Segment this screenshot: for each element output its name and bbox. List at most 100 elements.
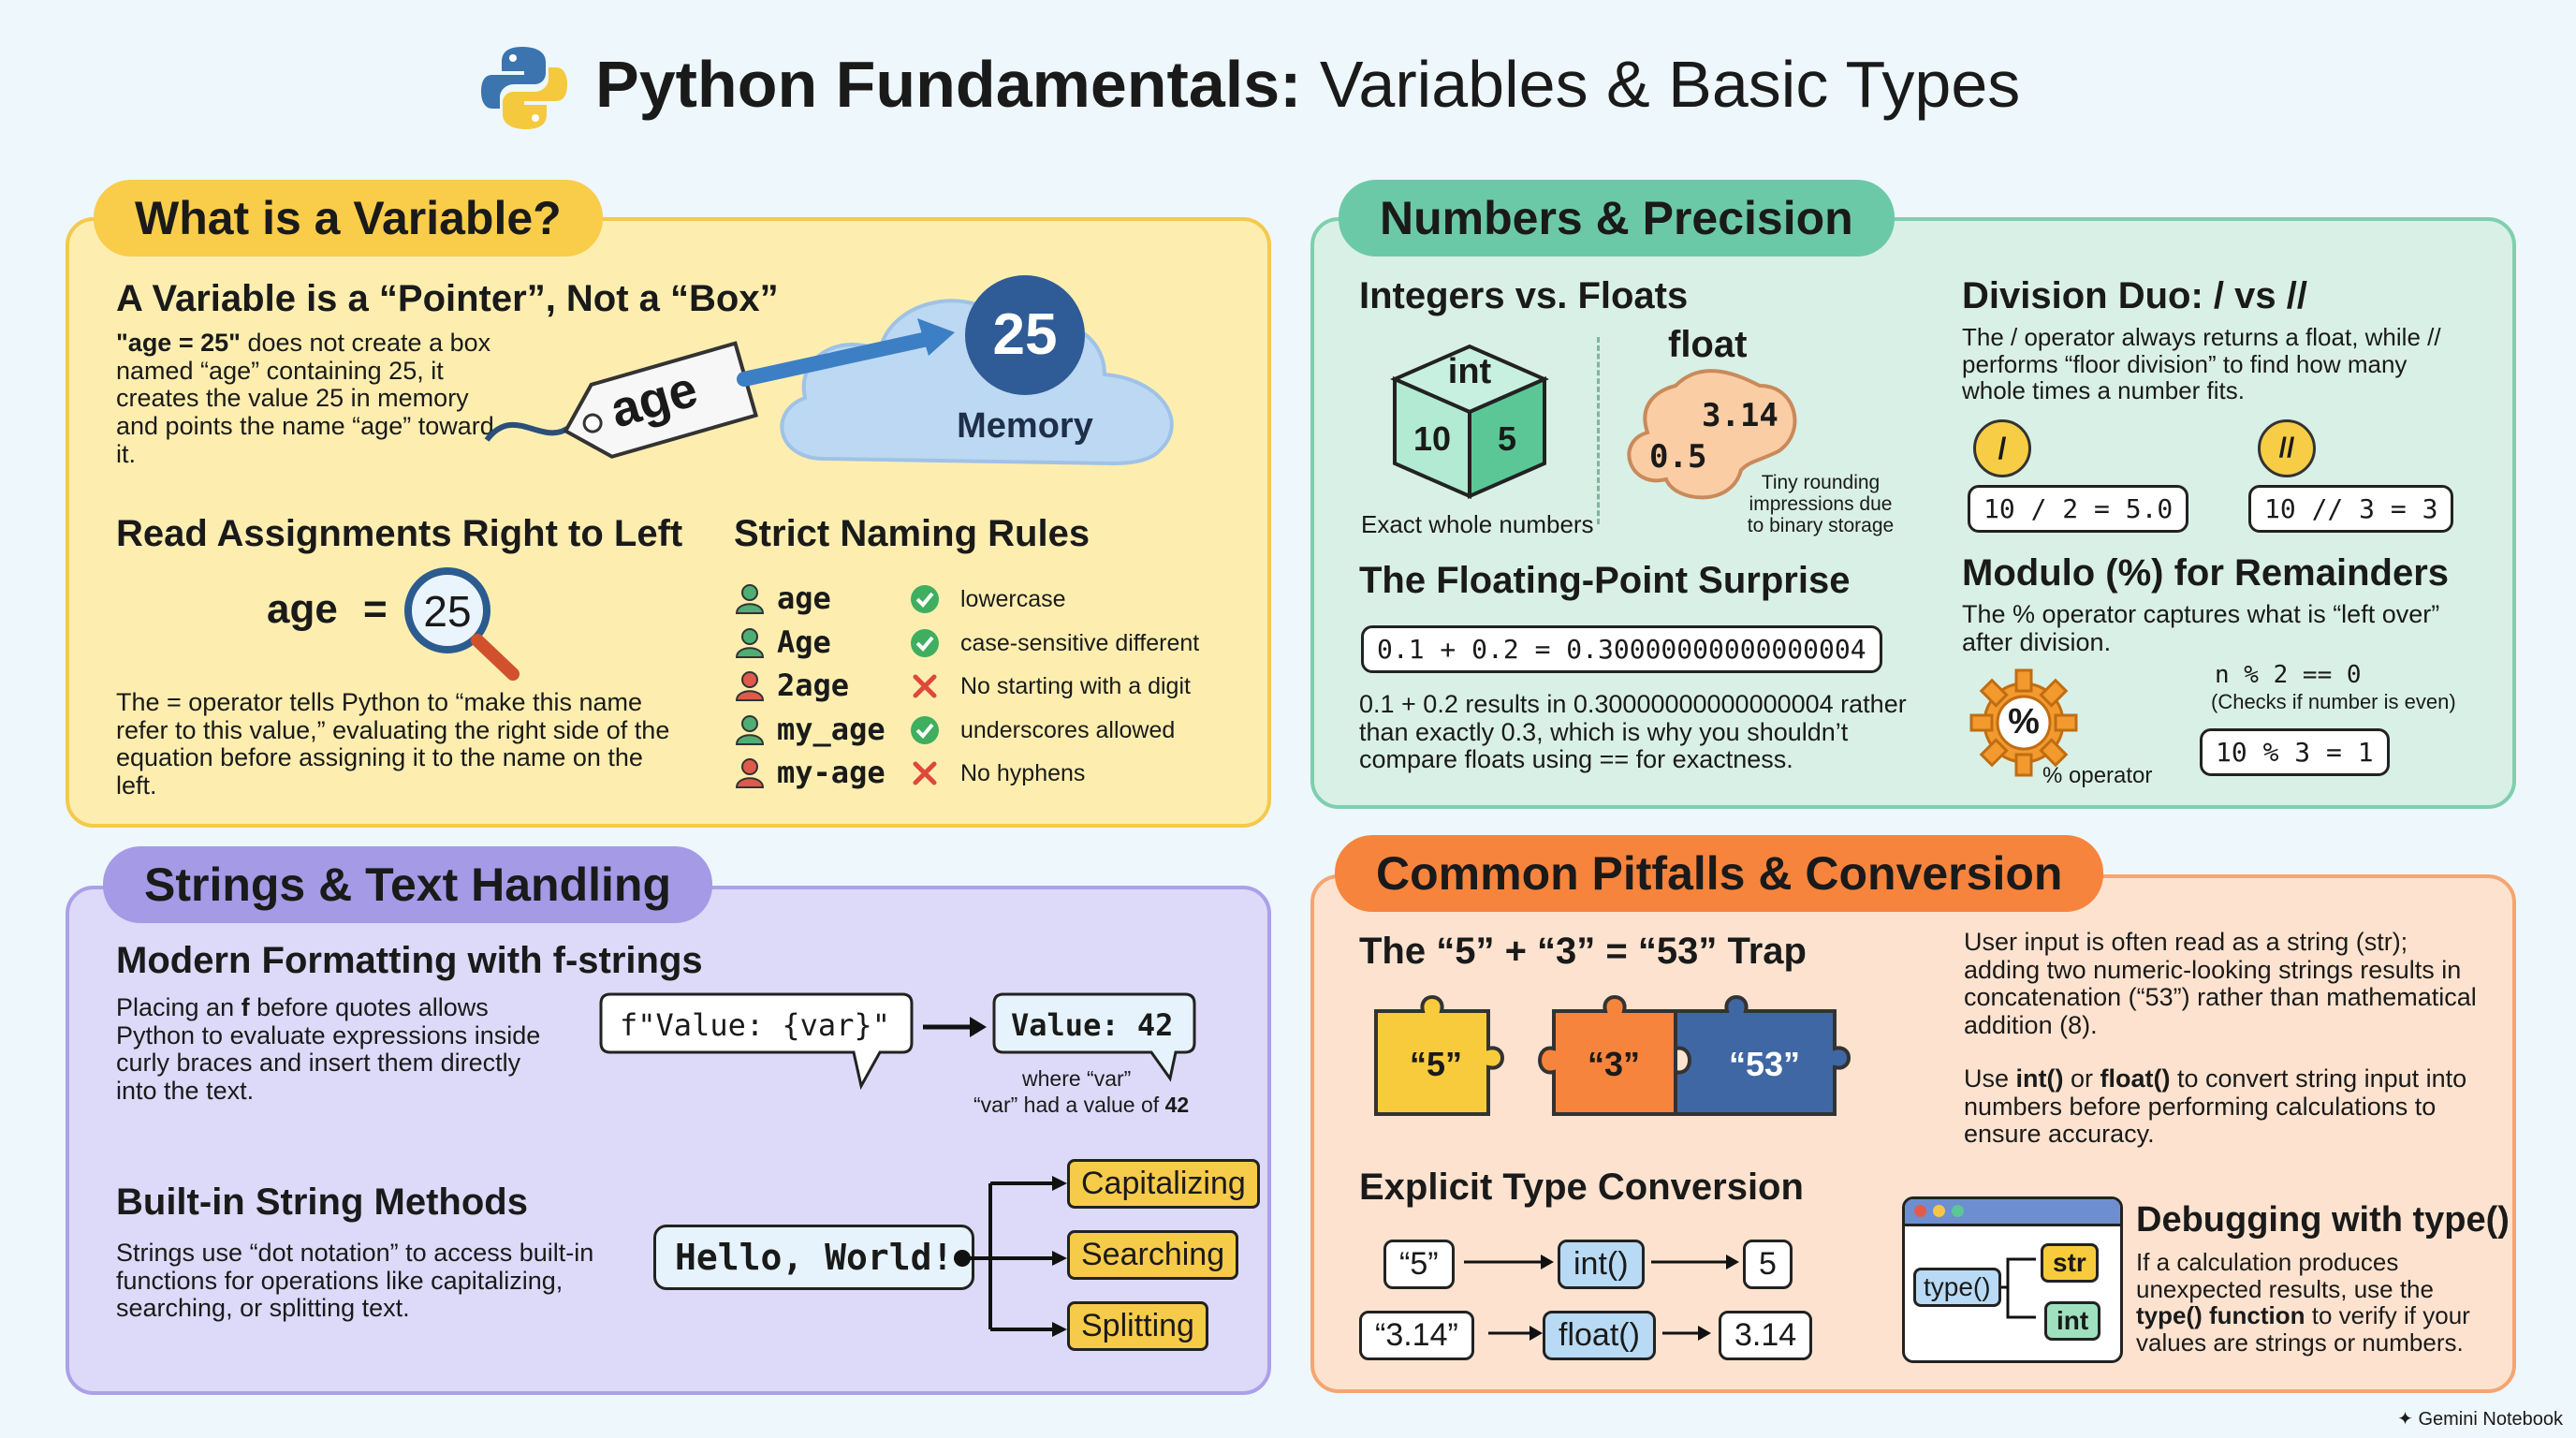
float-blob-icon (1627, 369, 1797, 500)
variable-tab: What is a Variable? (94, 180, 603, 257)
conv1-from: “5” (1383, 1240, 1455, 1289)
int-a: 10 (1412, 419, 1452, 458)
debug-post: to verify if your values are strings or … (2136, 1301, 2470, 1357)
debug-window-titlebar (1905, 1199, 2120, 1226)
conv2-from: “3.14” (1359, 1311, 1474, 1360)
page-title: Python Fundamentals: Variables & Basic T… (595, 47, 2020, 122)
debug-str: str (2041, 1243, 2099, 1283)
puzzle-piece-5: “5” (1409, 1045, 1463, 1083)
fp-code: 0.1 + 0.2 = 0.30000000000000004 (1361, 625, 1882, 673)
fstring-text-pre: Placing an (116, 993, 242, 1021)
pointer-rest: does not create a box named “age” contai… (116, 329, 494, 468)
methods-text: Strings use “dot notation” to access bui… (116, 1239, 594, 1323)
naming-rule-row: age lowercase (734, 579, 1221, 620)
int-cube-icon (1390, 344, 1549, 500)
naming-rule-name: age (777, 580, 831, 616)
naming-rule-name: my_age (777, 711, 886, 747)
assign-eq: = (363, 586, 388, 632)
conv-arrows (1464, 1255, 1739, 1341)
python-logo-icon (479, 43, 569, 133)
person-icon (735, 714, 765, 745)
conv2-fn: float() (1543, 1311, 1656, 1360)
fstring-code: f"Value: {var}" (620, 1007, 890, 1043)
methods-code: Hello, World! (653, 1225, 975, 1290)
naming-rule-row: Age case-sensitive different (734, 623, 1221, 664)
assign-text: The = operator tells Python to “make thi… (116, 688, 670, 800)
pointer-strong: "age = 25" (116, 329, 241, 357)
use-pre: Use (1964, 1064, 2016, 1093)
fp-text: 0.1 + 0.2 results in 0.30000000000000004… (1359, 690, 1907, 774)
division-text: The / operator always returns a float, w… (1962, 323, 2441, 405)
trap-text: User input is often read as a string (st… (1964, 928, 2477, 1040)
div-op2-badge: // (2258, 419, 2316, 477)
person-icon (735, 671, 765, 701)
float-b: 0.5 (1649, 438, 1707, 476)
naming-rule-note: case-sensitive different (960, 629, 1200, 656)
float-caption: Tiny rounding impressions due to binary … (1747, 472, 1895, 537)
page-title-rest: Variables & Basic Types (1301, 48, 2021, 121)
int-label: int (1447, 352, 1492, 391)
pointer-title: A Variable is a “Pointer”, Not a “Box” (116, 278, 779, 319)
debug-pre: If a calculation produces unexpected res… (2136, 1248, 2434, 1303)
naming-rule-name: Age (777, 624, 831, 660)
page-title-bold: Python Fundamentals: (595, 48, 1302, 121)
fstring-bubble (599, 992, 914, 1091)
fstring-title: Modern Formatting with f-strings (116, 940, 703, 981)
fstring-note-2-pre: “var” had a value of (973, 1093, 1165, 1117)
cross-icon (913, 674, 937, 698)
fp-title: The Floating-Point Surprise (1359, 560, 1851, 601)
gear-icon (1969, 668, 2078, 777)
cross-icon (913, 761, 937, 785)
fstring-note-2-val: 42 (1164, 1093, 1190, 1117)
fstring-text-post: before quotes allows Python to evaluate … (116, 993, 541, 1106)
int-b: 5 (1497, 419, 1517, 458)
numbers-tab: Numbers & Precision (1339, 180, 1895, 257)
mod-text: The % operator captures what is “left ov… (1962, 600, 2440, 656)
debug-strong: type() function (2136, 1301, 2305, 1330)
int-float-divider (1597, 337, 1600, 524)
assign-value: 25 (423, 587, 472, 636)
method-capitalizing-chip: Capitalizing (1067, 1159, 1260, 1209)
sparkle-icon: ✦ (2397, 1409, 2419, 1430)
naming-rule-note: No starting with a digit (960, 673, 1191, 699)
naming-rule-note: No hyphens (960, 760, 1086, 786)
method-splitting-chip: Splitting (1067, 1301, 1208, 1351)
puzzle-piece-3: “3” (1587, 1045, 1641, 1083)
conv1-to: 5 (1743, 1240, 1793, 1289)
strings-tab: Strings & Text Handling (103, 846, 712, 923)
puzzle-pieces-icon (1374, 995, 1851, 1116)
memory-value: 25 (992, 302, 1058, 367)
fstring-text-f: f (241, 993, 250, 1021)
use-or: or (2063, 1064, 2100, 1093)
check-icon (911, 628, 939, 657)
mod-title: Modulo (%) for Remainders (1962, 552, 2450, 594)
check-icon (911, 585, 939, 613)
naming-rule-note: underscores allowed (960, 716, 1176, 743)
fstring-note-2: “var” had a value of 42 (973, 1093, 1189, 1117)
debug-fn: type() (1913, 1268, 2001, 1307)
fstring-note-1: where “var” (1022, 1066, 1132, 1091)
int-float-title: Integers vs. Floats (1359, 275, 1689, 316)
conv1-fn: int() (1558, 1240, 1645, 1289)
method-searching-chip: Searching (1067, 1230, 1239, 1280)
assign-title: Read Assignments Right to Left (116, 513, 683, 554)
mod-example: 10 % 3 = 1 (2200, 728, 2390, 776)
methods-branch-lines (954, 1176, 1067, 1337)
naming-rule-note: lowercase (960, 586, 1066, 612)
mod-expr-note: (Checks if number is even) (2211, 690, 2456, 713)
use-post: to convert string input into numbers bef… (1964, 1064, 2467, 1149)
debug-text: If a calculation produces unexpected res… (2136, 1249, 2482, 1356)
float-a: 3.14 (1702, 397, 1778, 434)
naming-rule-row: my_age underscores allowed (734, 710, 1221, 751)
trap-title: The “5” + “3” = “53” Trap (1359, 931, 1807, 972)
float-label: float (1668, 324, 1748, 365)
person-icon (735, 758, 765, 788)
fstring-arrow-icon (923, 1017, 987, 1037)
memory-label: Memory (957, 406, 1093, 446)
memory-cloud-illustration (484, 275, 1174, 466)
assign-name: age (267, 586, 338, 632)
pointer-arrow-icon (737, 330, 944, 387)
conv2-to: 3.14 (1719, 1311, 1813, 1360)
